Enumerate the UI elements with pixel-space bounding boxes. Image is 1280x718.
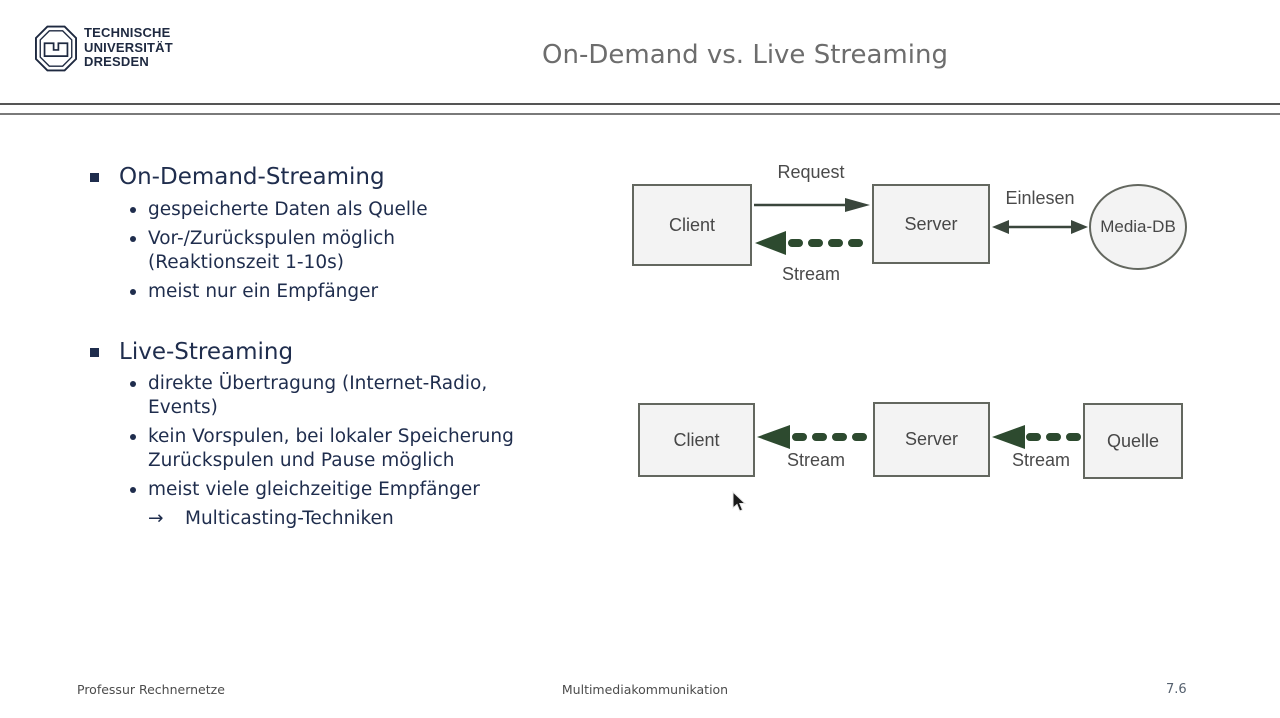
list-item: meist viele gleichzeitige Empfänger: [88, 478, 588, 502]
page-title: On-Demand vs. Live Streaming: [542, 40, 948, 70]
logo-line: DRESDEN: [84, 54, 149, 70]
logo-wordmark: TECHNISCHE UNIVERSITÄT DRESDEN: [84, 25, 173, 70]
bullet-content: On-Demand-Streaming gespeicherte Daten a…: [88, 161, 588, 531]
section-heading-text: On-Demand-Streaming: [119, 164, 385, 190]
box-label: Client: [668, 214, 716, 235]
request-label: Request: [777, 162, 845, 182]
section-heading: Live-Streaming: [88, 336, 588, 368]
einlesen-arrow: [992, 220, 1088, 234]
header-divider-bottom: [0, 113, 1280, 115]
footer-chair: Professur Rechnernetze: [77, 682, 225, 697]
request-arrow: [754, 198, 870, 212]
dot-bullet-icon: [130, 381, 136, 387]
einlesen-label: Einlesen: [1005, 188, 1075, 208]
tu-dresden-logo-icon: [35, 25, 77, 76]
square-bullet-icon: [90, 172, 99, 182]
live-stream-label-2: Stream: [1011, 450, 1071, 470]
box-label: Server: [904, 429, 958, 449]
live-stream-label-1: Stream: [786, 450, 846, 470]
live-client-box: Client: [638, 403, 755, 477]
bullet-text: gespeicherte Daten als Quelle: [148, 199, 428, 220]
live-server-box: Server: [873, 402, 990, 477]
header-divider-top: [0, 103, 1280, 105]
square-bullet-icon: [90, 347, 99, 357]
bullet-text: meist nur ein Empfänger: [148, 281, 379, 302]
section-heading: On-Demand-Streaming: [88, 161, 588, 193]
section-live: Live-Streaming direkte Übertragung (Inte…: [88, 336, 588, 531]
dot-bullet-icon: [130, 487, 136, 493]
section-on-demand: On-Demand-Streaming gespeicherte Daten a…: [88, 161, 588, 304]
logo-line: UNIVERSITÄT: [84, 39, 173, 55]
list-item: Vor-/Zurückspulen möglich (Reaktionszeit…: [88, 227, 588, 275]
section-heading-text: Live-Streaming: [119, 339, 294, 365]
list-item: gespeicherte Daten als Quelle: [88, 198, 588, 222]
bullet-text: Zurückspulen und Pause möglich: [148, 450, 455, 471]
on-demand-server-box: Server: [872, 184, 990, 264]
bullet-text: meist viele gleichzeitige Empfänger: [148, 479, 480, 500]
bullet-text: Vor-/Zurückspulen möglich: [148, 228, 395, 249]
arrow-right-icon: →: [148, 508, 164, 529]
dot-bullet-icon: [130, 207, 136, 213]
sub-point-multicasting: → Multicasting-Techniken: [148, 507, 588, 531]
bullet-text: kein Vorspulen, bei lokaler Speicherung: [148, 426, 514, 447]
page-number: 7.6: [1166, 682, 1187, 697]
sub-point-text: Multicasting-Techniken: [185, 508, 394, 529]
quelle-box: Quelle: [1083, 403, 1183, 479]
on-demand-client-box: Client: [632, 184, 752, 266]
dot-bullet-icon: [130, 289, 136, 295]
list-item: kein Vorspulen, bei lokaler Speicherung …: [88, 425, 588, 473]
list-item: meist nur ein Empfänger: [88, 280, 588, 304]
live-stream-arrow-2: [992, 425, 1082, 449]
list-item: direkte Übertragung (Internet-Radio, Eve…: [88, 372, 588, 420]
mouse-cursor-icon: [732, 490, 748, 517]
box-label: Media-DB: [1100, 217, 1176, 236]
box-label: Quelle: [1106, 430, 1160, 451]
logo-line: TECHNISCHE: [84, 25, 171, 40]
bullet-list: direkte Übertragung (Internet-Radio, Eve…: [88, 372, 588, 531]
live-stream-arrow-1: [757, 425, 870, 449]
on-demand-stream-arrow: [755, 231, 868, 255]
box-label: Server: [904, 213, 958, 234]
dot-bullet-icon: [130, 434, 136, 440]
media-db-ellipse: Media-DB: [1089, 184, 1187, 270]
box-label: Client: [673, 429, 720, 450]
bullet-list: gespeicherte Daten als Quelle Vor-/Zurüc…: [88, 198, 588, 304]
bullet-text: Events): [148, 397, 218, 418]
on-demand-stream-label: Stream: [781, 264, 841, 284]
bullet-text: (Reaktionszeit 1-10s): [148, 252, 344, 273]
footer-course: Multimediakommunikation: [561, 682, 729, 697]
dot-bullet-icon: [130, 236, 136, 242]
bullet-text: direkte Übertragung (Internet-Radio,: [148, 373, 488, 394]
